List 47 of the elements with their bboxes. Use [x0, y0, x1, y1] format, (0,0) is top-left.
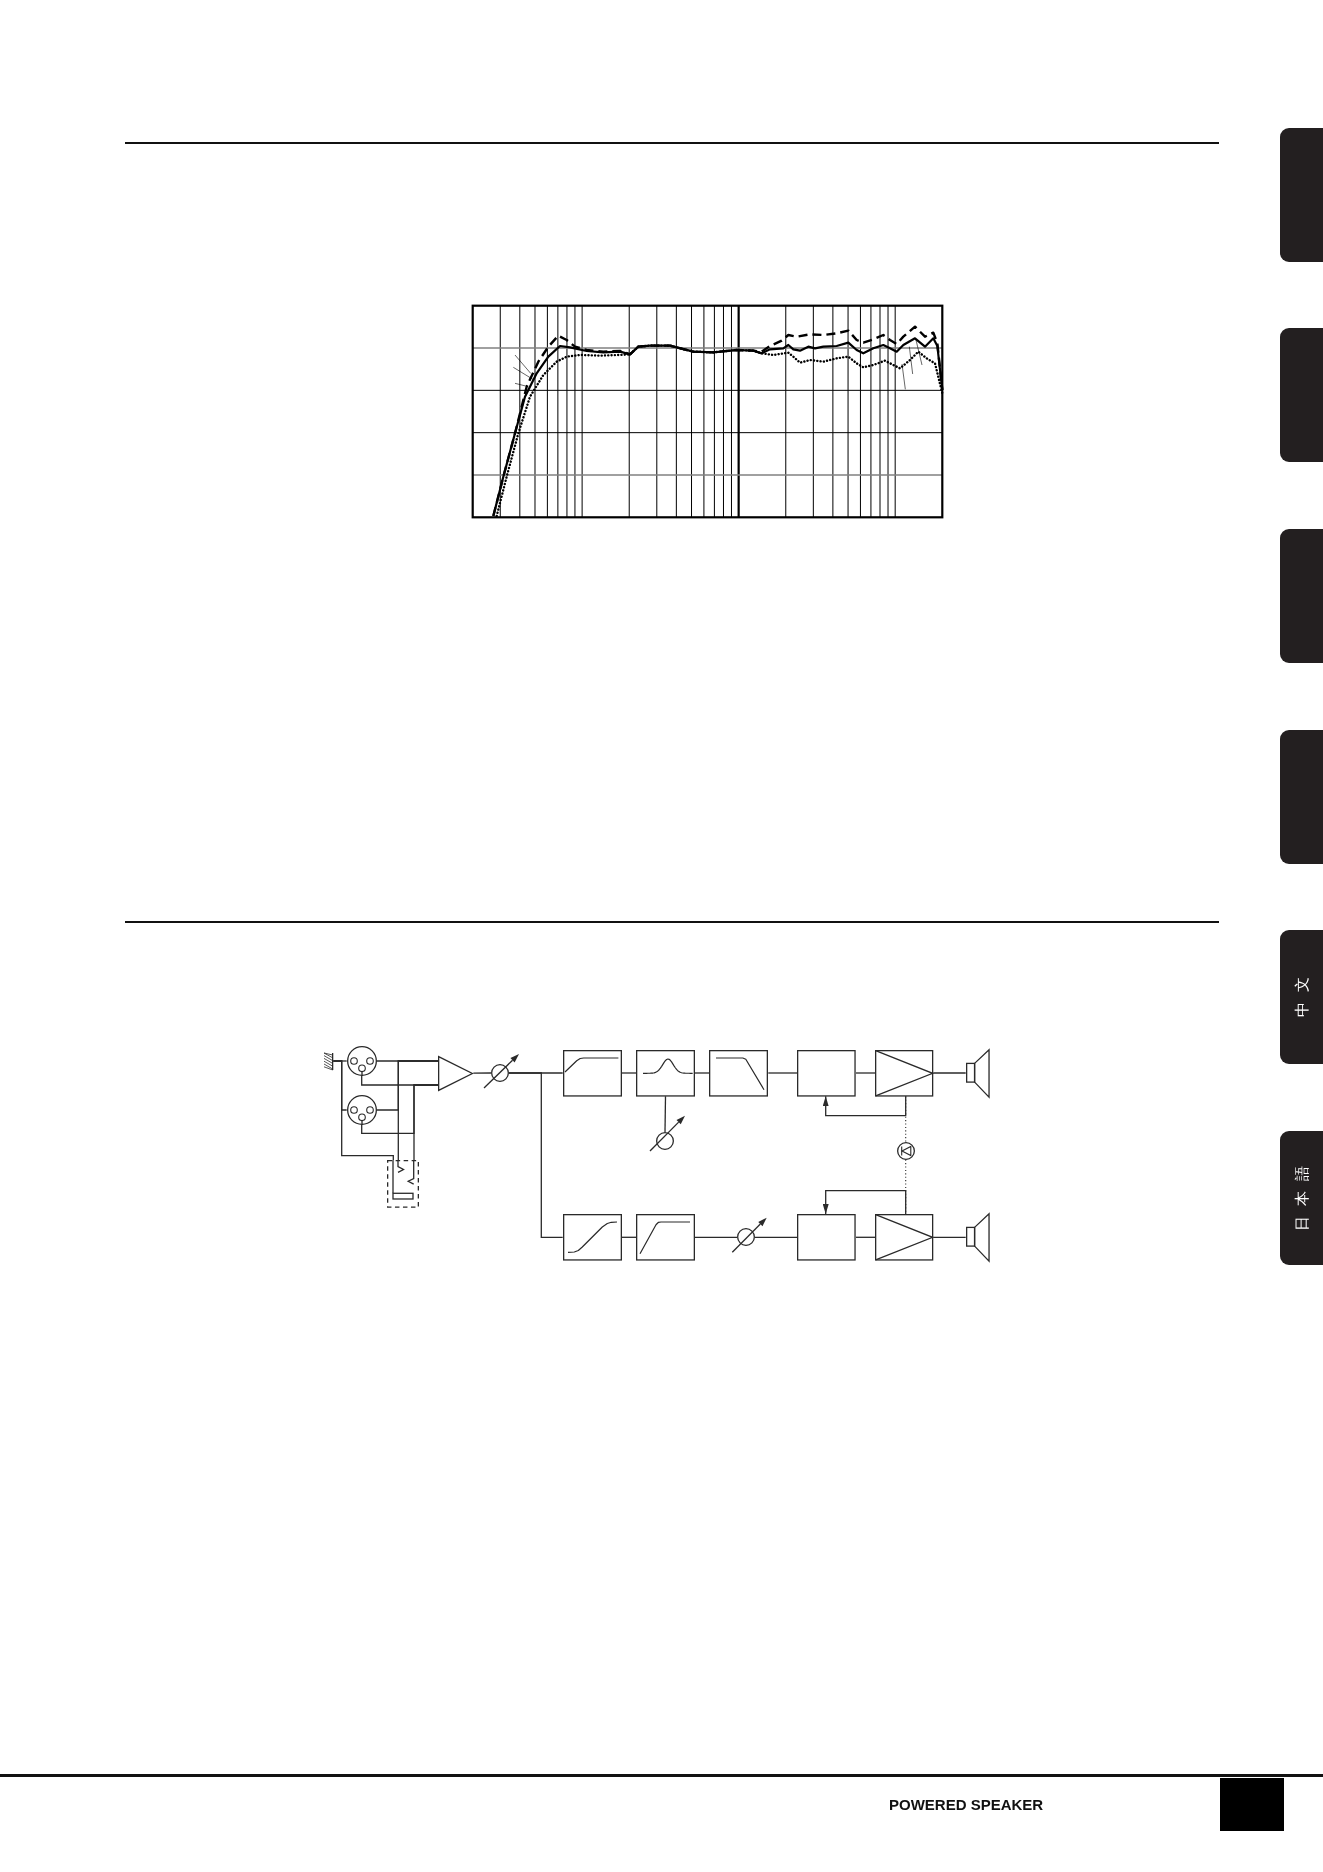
filter-box: [562, 1214, 622, 1261]
speaker-symbol: [965, 1048, 990, 1098]
potentiometer-symbol: [491, 1064, 509, 1082]
filter-box: [636, 1214, 695, 1261]
connector-line: [413, 1084, 439, 1161]
xlr-socket: [346, 1095, 377, 1125]
side-tab: [1280, 529, 1323, 663]
filter-box: [636, 1049, 695, 1097]
arrow: [822, 1190, 907, 1215]
side-tab: [1280, 328, 1323, 463]
side-tab: [1280, 930, 1323, 1064]
side-tab: [1280, 127, 1323, 262]
amplifier-box: [875, 1049, 934, 1097]
connector-line: [754, 1236, 798, 1238]
connector-line: [508, 1072, 564, 1238]
arrow: [822, 1095, 907, 1117]
connector-line: [621, 1072, 637, 1074]
amplifier-triangle: [438, 1055, 474, 1091]
potentiometer-symbol: [656, 1132, 674, 1150]
connector-line: [694, 1072, 710, 1074]
filter-box: [709, 1049, 769, 1097]
connector-line: [621, 1236, 637, 1238]
connector-line: [932, 1072, 967, 1074]
connector-line: [397, 1060, 439, 1161]
footer-text: POWERED SPEAKER: [889, 1797, 1044, 1813]
connector-line: [694, 1236, 738, 1238]
connector-line: [332, 1060, 394, 1161]
connector-line: [932, 1236, 967, 1238]
side-tab: [1280, 1130, 1323, 1265]
filter-box: [562, 1049, 622, 1097]
connector-line: [472, 1072, 492, 1074]
tab-label: 中文: [1293, 967, 1310, 1019]
potentiometer-symbol: [737, 1228, 755, 1247]
process-box: [797, 1049, 856, 1097]
connector-line: [664, 1095, 667, 1133]
amplifier-box: [875, 1214, 934, 1261]
ground-symbol: [324, 1053, 334, 1070]
side-tab: [1280, 729, 1323, 864]
phone-jack: [387, 1160, 420, 1208]
speaker-symbol: [965, 1212, 990, 1262]
connector-line: [855, 1236, 876, 1238]
xlr-socket: [346, 1046, 377, 1076]
indicator-symbol: [896, 1141, 915, 1160]
tab-label: 日本語: [1293, 1155, 1310, 1233]
connector-line: [767, 1072, 798, 1074]
connector-line: [855, 1072, 876, 1074]
process-box: [797, 1214, 856, 1261]
